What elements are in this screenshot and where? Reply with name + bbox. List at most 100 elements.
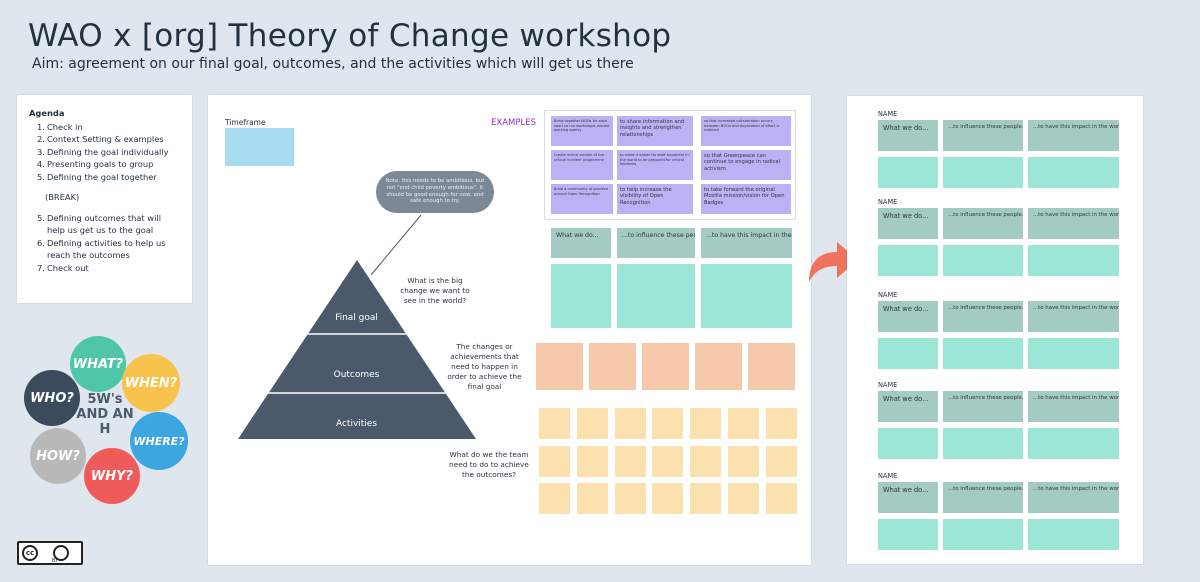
arrow-icon [809, 242, 858, 282]
example-card[interactable]: Build a community of practice around Ope… [551, 184, 613, 214]
what-we-do-header[interactable]: What we do... [878, 120, 938, 151]
activity-sticky[interactable] [765, 408, 797, 439]
team-sticky[interactable] [943, 428, 1023, 459]
activity-sticky[interactable] [652, 408, 684, 439]
team-sticky[interactable] [1028, 338, 1119, 369]
cc-license-badge: cc BY [17, 541, 83, 565]
impact-header[interactable]: ...to have this impact in the world [701, 228, 792, 258]
team-sticky[interactable] [878, 519, 938, 550]
timeframe-sticky[interactable] [225, 128, 294, 166]
goal-question: What is the big change we want to see in… [400, 276, 470, 305]
outcome-sticky[interactable] [589, 343, 636, 390]
example-card[interactable]: Bring together NGOs for each sport to ru… [551, 116, 613, 146]
pyramid-activities: Activities [335, 419, 378, 429]
team-sticky[interactable] [1028, 519, 1119, 550]
what-we-do-header[interactable]: What we do... [551, 228, 611, 258]
example-card[interactable]: to take forward the original Mozilla mis… [701, 184, 791, 214]
activity-sticky[interactable] [728, 445, 759, 477]
agenda-item-number: 7. [37, 262, 45, 273]
team-sticky[interactable] [943, 338, 1023, 369]
activity-sticky[interactable] [539, 483, 570, 514]
activity-sticky[interactable] [614, 445, 646, 477]
why-bubble: WHY? [84, 448, 140, 504]
activity-sticky[interactable] [690, 445, 722, 477]
activity-sticky[interactable] [652, 483, 684, 514]
outcome-sticky[interactable] [695, 343, 742, 390]
who-bubble: WHO? [24, 370, 80, 426]
activity-sticky[interactable] [576, 483, 608, 514]
influence-header[interactable]: ...to influence these people... [943, 301, 1023, 332]
team-sticky[interactable] [1028, 245, 1119, 276]
team-sticky[interactable] [943, 157, 1023, 188]
activity-sticky[interactable] [614, 483, 646, 514]
agenda-item-number: 6. [37, 237, 45, 248]
activity-sticky[interactable] [728, 483, 759, 514]
team-sticky[interactable] [1028, 157, 1119, 188]
what-we-do-header[interactable]: What we do... [878, 391, 938, 422]
timeframe-label: Timeframe [225, 118, 266, 127]
activity-sticky[interactable] [765, 483, 797, 514]
why-label: WHY? [90, 468, 134, 484]
agenda-item-text: Defining the goal together [47, 171, 157, 182]
team-sticky[interactable] [878, 428, 938, 459]
example-card[interactable]: so that Greenpeace can continue to engag… [701, 150, 791, 180]
when-bubble: WHEN? [122, 354, 180, 412]
influence-header[interactable]: ...to influence these people... [617, 228, 695, 258]
influence-header[interactable]: ...to influence these people... [943, 208, 1023, 239]
what-label: WHAT? [72, 356, 124, 372]
outcome-sticky[interactable] [748, 343, 795, 390]
what-we-do-header[interactable]: What we do... [878, 208, 938, 239]
influence-header[interactable]: ...to influence these people... [943, 482, 1023, 513]
outcome-sticky[interactable] [642, 343, 689, 390]
team-sticky[interactable] [943, 519, 1023, 550]
outcome-sticky[interactable] [536, 343, 583, 390]
example-card[interactable]: so that increased collaboration occurs b… [701, 116, 791, 146]
what-we-do-header[interactable]: What we do... [878, 482, 938, 513]
influence-sticky[interactable] [617, 264, 695, 328]
team-sticky[interactable] [943, 245, 1023, 276]
cc-icon: cc [22, 545, 38, 561]
example-card[interactable]: to share information and insights and st… [617, 116, 693, 146]
activity-sticky[interactable] [614, 408, 646, 439]
influence-header[interactable]: ...to influence these people... [943, 391, 1023, 422]
example-card[interactable]: to help increase the visibility of Open … [617, 184, 693, 214]
agenda-item: 4.Presenting goals to group [37, 158, 180, 171]
activity-sticky[interactable] [765, 445, 797, 477]
agenda-item-text: Defining outcomes that will help us get … [47, 212, 162, 236]
team-sticky[interactable] [878, 245, 938, 276]
how-bubble: HOW? [30, 428, 86, 484]
influence-header[interactable]: ...to influence these people... [943, 120, 1023, 151]
examples-frame: Bring together NGOs for each sport to ru… [544, 110, 796, 220]
example-card[interactable]: to make it easier for staff anywhere in … [617, 150, 693, 180]
pyramid-final-goal: Final goal [335, 313, 378, 323]
agenda-item-number: 1. [37, 121, 45, 132]
activity-sticky[interactable] [690, 408, 722, 439]
activity-sticky[interactable] [652, 445, 684, 477]
activity-sticky[interactable] [690, 483, 722, 514]
activity-sticky[interactable] [576, 445, 608, 477]
impact-header[interactable]: ...to have this impact in the world [1028, 120, 1119, 151]
what-we-do-sticky[interactable] [551, 264, 611, 328]
agenda-item-text: Presenting goals to group [47, 159, 154, 169]
example-card[interactable]: Create online version of the critical in… [551, 150, 613, 180]
outcomes-question: The changes or achievements that need to… [447, 342, 522, 391]
where-bubble: WHERE? [130, 412, 188, 470]
impact-sticky[interactable] [701, 264, 792, 328]
team-sticky[interactable] [1028, 428, 1119, 459]
team-sticky[interactable] [878, 157, 938, 188]
activity-sticky[interactable] [576, 408, 608, 439]
what-we-do-header[interactable]: What we do... [878, 301, 938, 332]
impact-header[interactable]: ...to have this impact in the world [1028, 301, 1119, 332]
activity-sticky[interactable] [539, 408, 570, 439]
activity-sticky[interactable] [728, 408, 759, 439]
impact-header[interactable]: ...to have this impact in the world [1028, 208, 1119, 239]
five-ws-logo: WHAT? WHEN? WHO? WHERE? HOW? WHY? 5W's A… [20, 330, 190, 505]
by-icon [53, 545, 69, 561]
team-sticky[interactable] [878, 338, 938, 369]
pyramid-shape [238, 260, 476, 439]
activity-sticky[interactable] [539, 445, 570, 477]
impact-header[interactable]: ...to have this impact in the world [1028, 391, 1119, 422]
impact-header[interactable]: ...to have this impact in the world [1028, 482, 1119, 513]
